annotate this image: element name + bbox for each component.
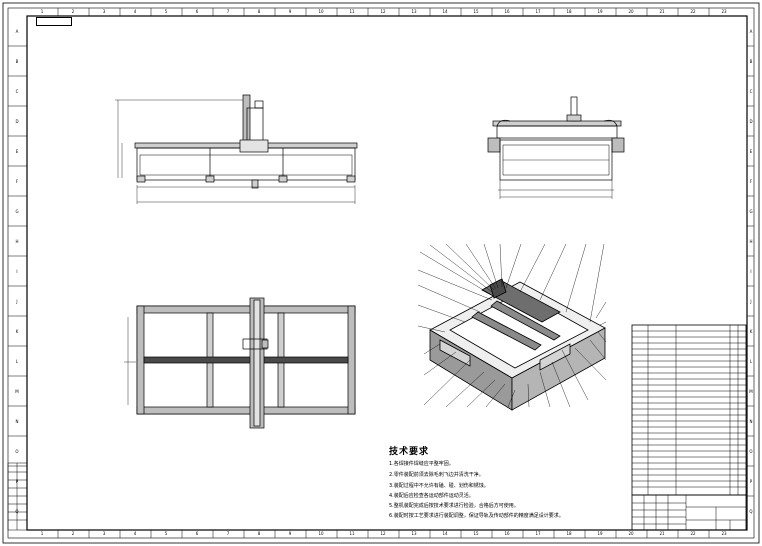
zone-number-label: 7 [227,531,230,536]
zone-number-label: 3 [103,531,106,536]
zone-number-label: 4 [134,531,137,536]
zone-number-label: 3 [103,9,106,14]
zone-number-label: 11 [349,9,355,14]
revision-block [7,462,28,531]
zone-letter-label: O [749,449,752,454]
side-view [487,96,625,199]
zone-number-label: 10 [318,9,324,14]
zone-letter-label: H [15,239,18,244]
zone-letter-label: G [749,209,752,214]
zone-letter-label: A [16,29,19,34]
zone-number-label: 23 [721,531,727,536]
zone-number-label: 9 [289,9,292,14]
zone-number-label: 18 [566,531,572,536]
isometric-view [429,278,606,411]
zone-number-label: 21 [659,9,665,14]
zone-number-label: 22 [690,9,696,14]
zone-number-label: 6 [196,531,199,536]
requirement-line: 4.装配后应检查各运动部件运动灵活。 [389,493,474,499]
zone-number-label: 22 [690,531,696,536]
requirement-line: 2.零件装配前须去除毛刺飞边并清洗干净。 [389,472,484,478]
zone-letter-label: P [750,479,753,484]
zone-number-label: 14 [442,9,448,14]
zone-letter-label: N [16,419,19,424]
zone-letter-label: J [15,299,17,304]
drawing-number-stamp [36,17,72,26]
balloon-leaders [417,243,607,408]
title-block [631,494,747,531]
zone-number-label: 2 [72,9,75,14]
zone-letter-label: C [16,89,19,94]
zone-number-label: 18 [566,9,572,14]
zone-number-label: 16 [504,531,510,536]
zone-number-label: 12 [380,531,386,536]
zone-letter-label: K [750,329,753,334]
zone-number-label: 15 [473,9,479,14]
zone-letter-label: J [749,299,751,304]
zone-number-label: 2 [72,531,75,536]
zone-number-label: 1 [41,531,44,536]
zone-letter-label: F [750,179,753,184]
requirement-line: 6.装配时按工艺要求进行装配调整，保证导轨及传动部件的精度满足设计要求。 [389,513,564,519]
parts-list-table [631,324,747,496]
zone-number-label: 9 [289,531,292,536]
top-view [124,297,356,429]
zone-number-label: 19 [597,531,603,536]
zone-number-label: 11 [349,531,355,536]
zone-number-label: 12 [380,9,386,14]
zone-number-label: 4 [134,9,137,14]
zone-number-label: 21 [659,531,665,536]
zone-number-label: 7 [227,9,230,14]
zone-number-label: 19 [597,9,603,14]
zone-letter-label: B [750,59,753,64]
zone-letter-label: M [749,389,753,394]
zone-number-label: 23 [721,9,727,14]
requirement-line: 3.装配过程中不允许有磕、碰、划伤和锈蚀。 [389,483,489,489]
zone-number-label: 8 [258,531,261,536]
zone-letter-label: Q [749,509,752,514]
requirement-line: 1.各焊接件焊缝应平整牢固。 [389,461,454,467]
zone-number-label: 6 [196,9,199,14]
zone-letter-label: D [15,119,18,124]
zone-letter-label: G [15,209,18,214]
zone-number-label: 17 [535,9,541,14]
zone-letter-label: N [750,419,753,424]
technical-requirements-title: 技术要求 [389,447,430,457]
zone-number-label: 10 [318,531,324,536]
zone-number-label: 13 [411,531,417,536]
zone-letter-label: A [750,29,753,34]
zone-letter-label: I [750,269,751,274]
front-view [115,94,358,204]
zone-letter-label: L [16,359,19,364]
zone-letter-label: I [16,269,17,274]
zone-letter-label: O [15,449,18,454]
zone-letter-label: C [750,89,753,94]
zone-letter-label: P [16,479,19,484]
zone-number-label: 17 [535,531,541,536]
zone-letter-label: D [749,119,752,124]
zone-number-label: 1 [41,9,44,14]
zone-letter-label: H [749,239,752,244]
zone-number-label: 13 [411,9,417,14]
zone-number-label: 5 [165,531,168,536]
zone-number-label: 14 [442,531,448,536]
zone-number-label: 8 [258,9,261,14]
zone-ticks [8,8,754,538]
zone-letter-label: B [16,59,19,64]
zone-number-label: 15 [473,531,479,536]
zone-letter-label: K [16,329,19,334]
zone-number-label: 20 [628,531,634,536]
zone-number-label: 5 [165,9,168,14]
zone-number-label: 16 [504,9,510,14]
zone-letter-label: E [16,149,19,154]
zone-letter-label: L [750,359,753,364]
zone-letter-label: Q [15,509,18,514]
zone-letter-label: M [15,389,19,394]
zone-number-label: 20 [628,9,634,14]
requirement-line: 5.整机装配完成后按技术要求进行检验，合格后方可使用。 [389,503,519,509]
zone-letter-label: E [750,149,753,154]
zone-letter-label: F [16,179,19,184]
